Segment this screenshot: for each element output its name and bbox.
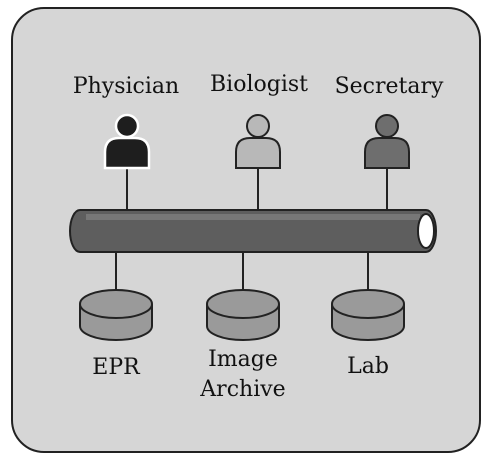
physician-person-icon	[103, 113, 151, 170]
physician-label: Physician	[73, 74, 179, 99]
image-archive-database-icon	[206, 289, 280, 341]
biologist-person-icon	[235, 114, 281, 169]
secretary-person-icon	[364, 114, 410, 169]
secretary-label: Secretary	[335, 74, 444, 99]
epr-database-icon	[79, 289, 153, 341]
integration-bus-pipe	[69, 209, 437, 253]
image-archive-label-line-1: Image	[208, 347, 278, 372]
lab-label: Lab	[347, 354, 389, 379]
epr-label: EPR	[92, 355, 141, 380]
bus-pipe-opening	[417, 213, 435, 249]
biologist-label: Biologist	[210, 72, 308, 97]
image-archive-label-line-2: Archive	[199, 377, 285, 402]
lab-database-icon	[331, 289, 405, 341]
